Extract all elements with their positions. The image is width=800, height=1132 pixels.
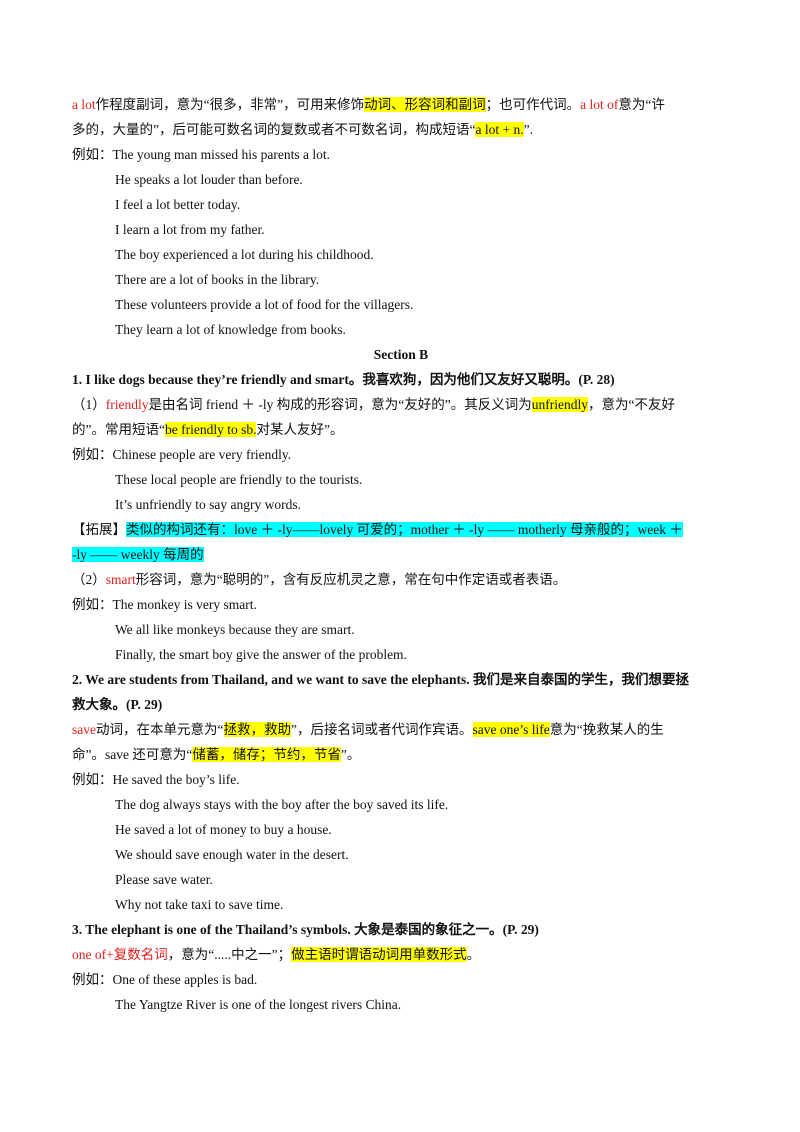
example-label: 例如：: [72, 597, 113, 612]
extension-highlight: 类似的构词还有：love ＋ -ly——lovely 可爱的；mother ＋ …: [126, 522, 683, 537]
text: 对某人友好”。: [256, 422, 344, 437]
text: 的”。常用短语“: [72, 422, 165, 437]
example-sentence: One of these apples is bad.: [112, 972, 258, 987]
example-sentence: Finally, the smart boy give the answer o…: [115, 647, 407, 662]
highlight: 动词、形容词和副词: [364, 97, 486, 112]
highlight: save one’s life: [472, 722, 550, 737]
example-label: 例如：: [72, 772, 113, 787]
example-sentence: There are a lot of books in the library.: [115, 272, 320, 287]
q1-note1-line2: 的”。常用短语“be friendly to sb.对某人友好”。: [72, 417, 730, 442]
example-sentence: We all like monkeys because they are sma…: [115, 622, 355, 637]
q3-note: one of+复数名词，意为“.....中之一”；做主语时谓语动词用单数形式。: [72, 942, 730, 967]
example-sentence: He saved a lot of money to buy a house.: [115, 822, 332, 837]
text: 作程度副词，意为“很多，非常”，可用来修饰: [95, 97, 365, 112]
example-sentence: It’s unfriendly to say angry words.: [115, 497, 301, 512]
text: 命”。save 还可意为“: [72, 747, 193, 762]
text: 。: [466, 947, 481, 962]
keyword-save: save: [72, 722, 96, 737]
highlight: 储蓄，储存；节约，节省: [192, 747, 341, 762]
keyword-a-lot-of: a lot of: [580, 97, 619, 112]
highlight: 拯救，救助: [223, 722, 291, 737]
text: ”.: [523, 122, 533, 137]
q1-heading: 1. I like dogs because they’re friendly …: [72, 372, 615, 387]
q2-note-line1: save动词，在本单元意为“拯救，救助”，后接名词或者代词作宾语。save on…: [72, 717, 730, 742]
example-sentence: He speaks a lot louder than before.: [115, 172, 303, 187]
example-sentence: The boy experienced a lot during his chi…: [115, 247, 374, 262]
text: ；也可作代词。: [485, 97, 581, 112]
keyword-smart: smart: [105, 572, 136, 587]
example-sentence: Chinese people are very friendly.: [112, 447, 292, 462]
text: 多的，大量的”，后可能可数名词的复数或者不可数名词，构成短语“: [72, 122, 476, 137]
text: 动词，在本单元意为“: [96, 722, 224, 737]
example-label: 例如：: [72, 447, 113, 462]
extension-line2: -ly —— weekly 每周的: [72, 542, 730, 567]
example-sentence: He saved the boy’s life.: [112, 772, 240, 787]
keyword-one-of: one of+复数名词: [72, 947, 168, 962]
text: ，意为“不友好: [587, 397, 675, 412]
q2-heading-line1: 2. We are students from Thailand, and we…: [72, 672, 690, 687]
keyword-a-lot: a lot: [72, 97, 96, 112]
alot-para-line2: 多的，大量的”，后可能可数名词的复数或者不可数名词，构成短语“a lot + n…: [72, 117, 730, 142]
keyword-friendly: friendly: [105, 397, 149, 412]
section-title: Section B: [373, 347, 429, 362]
text: 意为“挽救某人的生: [549, 722, 664, 737]
example-label: 例如：: [72, 972, 113, 987]
text: ”，后接名词或者代词作宾语。: [291, 722, 473, 737]
text: 形容词，意为“聪明的”，含有反应机灵之意，常在句中作定语或者表语。: [135, 572, 567, 587]
text: （2）: [72, 572, 106, 587]
q1-note1-line1: （1）friendly是由名词 friend ＋ -ly 构成的形容词，意为“友…: [72, 392, 730, 417]
document-page: a lot作程度副词，意为“很多，非常”，可用来修饰动词、形容词和副词；也可作代…: [72, 92, 730, 1017]
extension-label: 【拓展】: [72, 522, 126, 537]
q2-note-line2: 命”。save 还可意为“储蓄，储存；节约，节省”。: [72, 742, 730, 767]
example-row: 例如：Chinese people are very friendly.: [72, 442, 730, 467]
highlight: be friendly to sb.: [164, 422, 257, 437]
example-sentence: The Yangtze River is one of the longest …: [115, 997, 402, 1012]
example-sentence: We should save enough water in the deser…: [115, 847, 349, 862]
example-label: 例如：: [72, 147, 113, 162]
text: 是由名词 friend ＋ -ly 构成的形容词，意为“友好的”。其反义词为: [148, 397, 532, 412]
example-sentence: I learn a lot from my father.: [115, 222, 265, 237]
example-sentence: Please save water.: [115, 872, 213, 887]
example-row: 例如：He saved the boy’s life.: [72, 767, 730, 792]
q3-heading: 3. The elephant is one of the Thailand’s…: [72, 922, 539, 937]
text: ”。: [340, 747, 361, 762]
highlight: unfriendly: [531, 397, 588, 412]
example-row: 例如：One of these apples is bad.: [72, 967, 730, 992]
example-sentence: The monkey is very smart.: [112, 597, 257, 612]
example-sentence: The young man missed his parents a lot.: [112, 147, 330, 162]
highlight: a lot + n.: [475, 122, 524, 137]
example-sentence: They learn a lot of knowledge from books…: [115, 322, 346, 337]
q2-heading-line2: 救大象。(P. 29): [72, 697, 163, 712]
text: （1）: [72, 397, 106, 412]
example-sentence: I feel a lot better today.: [115, 197, 241, 212]
example-sentence: The dog always stays with the boy after …: [115, 797, 449, 812]
example-sentence: These local people are friendly to the t…: [115, 472, 363, 487]
extension-highlight: -ly —— weekly 每周的: [72, 547, 204, 562]
highlight: 做主语时谓语动词用单数形式: [291, 947, 467, 962]
text: ，意为“.....中之一”；: [167, 947, 292, 962]
text: 意为“许: [618, 97, 665, 112]
example-row: 例如：The monkey is very smart.: [72, 592, 730, 617]
example-row: 例如：The young man missed his parents a lo…: [72, 142, 730, 167]
alot-para-line1: a lot作程度副词，意为“很多，非常”，可用来修饰动词、形容词和副词；也可作代…: [72, 92, 730, 117]
q1-note2: （2）smart形容词，意为“聪明的”，含有反应机灵之意，常在句中作定语或者表语…: [72, 567, 730, 592]
example-sentence: These volunteers provide a lot of food f…: [115, 297, 414, 312]
extension-line1: 【拓展】类似的构词还有：love ＋ -ly——lovely 可爱的；mothe…: [72, 517, 730, 542]
example-sentence: Why not take taxi to save time.: [115, 897, 284, 912]
